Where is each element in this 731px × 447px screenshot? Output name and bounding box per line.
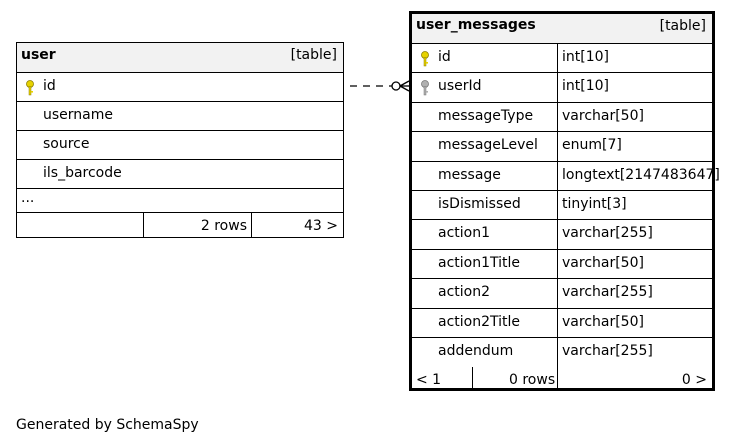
table-row[interactable]: ils_barcode <box>17 160 343 189</box>
column-name: source <box>43 136 90 152</box>
table-row[interactable]: messageType varchar[50] <box>412 102 712 133</box>
column-name: id <box>438 49 451 65</box>
table-row[interactable]: message longtext[2147483647] <box>412 161 720 191</box>
table-footer: < 1 0 rows 0 > <box>412 367 712 392</box>
column-name: username <box>43 107 113 123</box>
user-messages-table[interactable]: user_messages [table] id int[10] userId int… <box>409 11 720 392</box>
row-count: 2 rows <box>200 218 247 234</box>
table-type: [table] <box>659 18 706 34</box>
column-type: varchar[255] <box>562 225 653 242</box>
table-row[interactable]: action2 varchar[255] <box>412 279 712 309</box>
table-row[interactable]: source <box>17 131 343 160</box>
primary-key-icon <box>26 80 34 96</box>
ellipsis-row: ... <box>17 189 343 213</box>
parents-link[interactable]: < 1 <box>416 372 442 389</box>
column-type: tinyint[3] <box>562 195 627 212</box>
table-header[interactable]: user_messages [table] <box>412 14 712 44</box>
column-name: messageLevel <box>438 137 538 154</box>
table-row[interactable]: action2Title varchar[50] <box>412 308 712 338</box>
column-name: action1Title <box>438 254 521 271</box>
table-row[interactable]: userId int[10] <box>412 73 712 103</box>
column-name: userId <box>438 78 482 95</box>
column-type: varchar[255] <box>562 342 653 359</box>
table-type: [table] <box>290 47 337 63</box>
primary-key-icon <box>421 51 429 67</box>
column-name: id <box>43 78 56 94</box>
column-name: addendum <box>438 342 514 359</box>
generated-by-credit: Generated by SchemaSpy <box>16 417 199 433</box>
table-row[interactable]: addendum varchar[255] <box>412 337 712 368</box>
table-row[interactable]: action1 varchar[255] <box>412 220 712 250</box>
column-type: enum[7] <box>562 137 622 154</box>
column-name: action2Title <box>438 313 521 330</box>
column-name: messageType <box>438 107 534 124</box>
column-name: message <box>438 166 501 183</box>
column-name: action2 <box>438 284 491 301</box>
column-type: varchar[255] <box>562 284 653 301</box>
column-type: int[10] <box>562 78 609 95</box>
ellipsis: ... <box>21 190 35 206</box>
table-row[interactable]: id int[10] <box>412 44 712 74</box>
column-type: varchar[50] <box>562 254 644 271</box>
table-row[interactable]: id <box>17 73 343 102</box>
column-name: ils_barcode <box>43 165 122 181</box>
table-row[interactable]: isDismissed tinyint[3] <box>412 190 712 221</box>
table-name[interactable]: user_messages <box>416 17 536 33</box>
foreign-key-icon <box>421 80 429 96</box>
children-link[interactable]: 0 > <box>681 372 707 389</box>
column-name: action1 <box>438 225 491 242</box>
table-row[interactable]: messageLevel enum[7] <box>412 132 712 162</box>
table-header[interactable]: user [table] <box>17 43 343 73</box>
column-type: int[10] <box>562 49 609 65</box>
table-row[interactable]: action1Title varchar[50] <box>412 249 712 280</box>
column-type: varchar[50] <box>562 313 644 330</box>
table-row[interactable]: username <box>17 102 343 131</box>
column-name: isDismissed <box>438 195 521 212</box>
children-link[interactable]: 43 > <box>304 218 338 234</box>
table-name[interactable]: user <box>21 47 56 63</box>
row-count: 0 rows <box>509 372 556 389</box>
column-type: varchar[50] <box>562 107 644 124</box>
user-table[interactable]: user [table] id username source ils_barc… <box>16 42 344 238</box>
column-type: longtext[2147483647] <box>562 166 720 183</box>
table-footer: 2 rows 43 > <box>17 213 343 237</box>
